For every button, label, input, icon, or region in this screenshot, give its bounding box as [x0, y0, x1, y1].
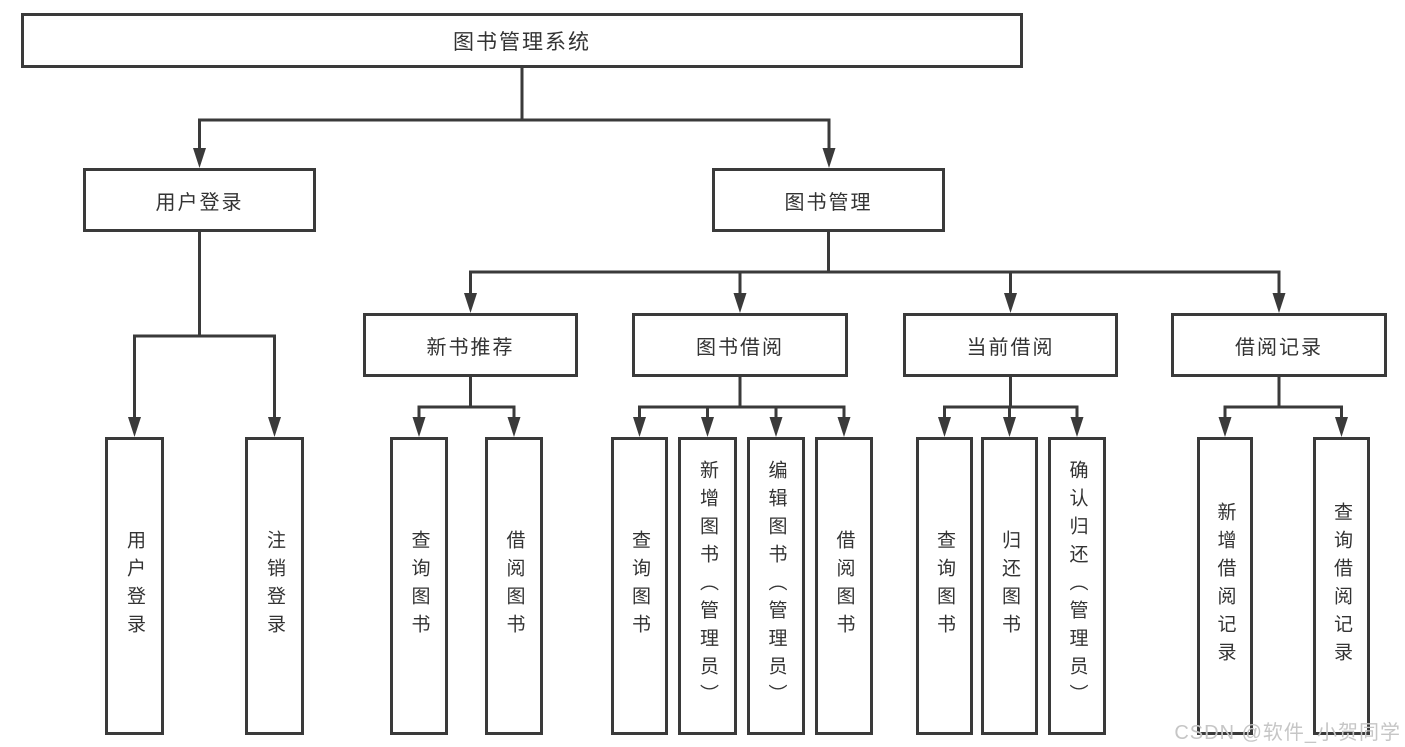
connector-records-to-leaves — [1218, 377, 1348, 437]
leaf-borrow-books: 借阅图书 — [815, 437, 873, 735]
leaf-add-book-admin: 新增图书（管理员） — [678, 437, 737, 735]
node-label: 图书管理系统 — [453, 30, 591, 54]
leaf-query-books-borrowing: 查询图书 — [611, 437, 668, 735]
node-user-login: 用户登录 — [83, 168, 316, 232]
leaf-confirm-return-admin: 确认归还（管理员） — [1048, 437, 1106, 735]
connector-newbook-to-leaves — [412, 377, 521, 437]
node-label: 新增图书（管理员） — [697, 460, 718, 712]
leaf-add-borrow-record: 新增借阅记录 — [1197, 437, 1253, 735]
node-label: 查询图书 — [629, 530, 650, 642]
node-new-book-recommend: 新书推荐 — [363, 313, 578, 377]
node-label: 当前借阅 — [966, 336, 1055, 359]
node-label: 借阅图书 — [833, 530, 855, 642]
node-book-management: 图书管理 — [712, 168, 945, 232]
connector-root-to-level2 — [193, 68, 836, 168]
leaf-query-borrow-record: 查询借阅记录 — [1313, 437, 1370, 735]
leaf-edit-book-admin: 编辑图书（管理员） — [747, 437, 805, 735]
node-label: 借阅图书 — [503, 530, 525, 642]
node-root-library-management-system: 图书管理系统 — [21, 13, 1023, 68]
csdn-watermark: CSDN @软件_小贺同学 — [1174, 722, 1401, 744]
leaf-return-books: 归还图书 — [981, 437, 1038, 735]
node-label: 新书推荐 — [426, 336, 515, 359]
node-borrowing-records: 借阅记录 — [1171, 313, 1387, 377]
node-label: 归还图书 — [999, 530, 1020, 642]
node-label: 用户登录 — [124, 530, 145, 642]
node-label: 借阅记录 — [1235, 336, 1323, 359]
node-label: 图书管理 — [784, 191, 873, 214]
leaf-query-books-current: 查询图书 — [916, 437, 973, 735]
leaf-user-login: 用户登录 — [105, 437, 164, 735]
connector-userlogin-to-leaves — [128, 232, 281, 437]
node-label: 用户登录 — [155, 191, 244, 214]
node-label: 查询借阅记录 — [1331, 502, 1352, 670]
connector-bookmgmt-to-level3 — [464, 232, 1286, 313]
connector-bookborrow-to-leaves — [633, 377, 851, 437]
node-label: 查询图书 — [934, 530, 955, 642]
leaf-query-books-recommend: 查询图书 — [390, 437, 448, 735]
leaf-borrow-books-recommend: 借阅图书 — [485, 437, 543, 735]
leaf-logout: 注销登录 — [245, 437, 304, 735]
node-book-borrowing: 图书借阅 — [632, 313, 848, 377]
node-label: 编辑图书（管理员） — [765, 460, 787, 712]
node-label: 注销登录 — [264, 530, 285, 642]
connector-currentborrow-to-leaves — [938, 377, 1084, 437]
node-label: 确认归还（管理员） — [1066, 460, 1088, 712]
node-label: 新增借阅记录 — [1214, 502, 1236, 670]
node-label: 查询图书 — [408, 530, 430, 642]
node-label: 图书借阅 — [696, 336, 784, 359]
node-current-borrowing: 当前借阅 — [903, 313, 1118, 377]
